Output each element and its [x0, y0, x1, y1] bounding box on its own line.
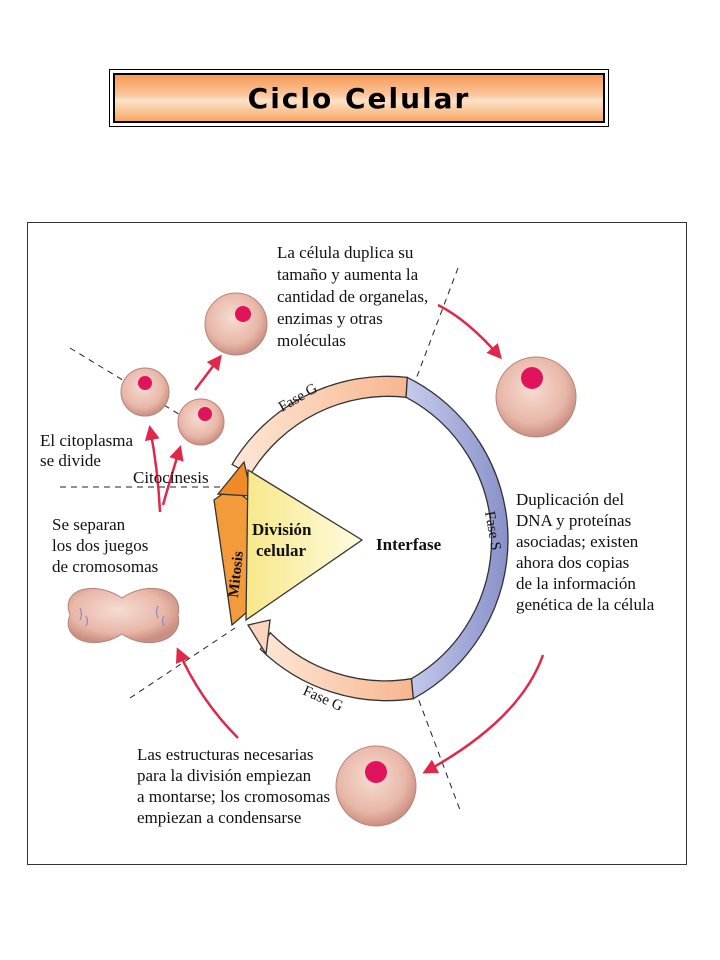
- label-division-1: División: [252, 520, 312, 539]
- dashed-line-top-right: [409, 267, 459, 396]
- arrow-to-small-cell: [161, 445, 184, 506]
- label-citoplasma-1: El citoplasma: [40, 431, 133, 450]
- nucleus: [235, 306, 251, 322]
- nucleus: [138, 376, 152, 390]
- label-fase-s: Fase S: [481, 510, 504, 552]
- arrow-to-left-cell: [144, 425, 162, 513]
- label-duplica-group: La célula duplica su tamaño y aumenta la…: [277, 243, 428, 350]
- label-duplicacion-4: ahora dos copias: [516, 553, 629, 572]
- label-duplicacion-2: DNA y proteínas: [516, 511, 631, 530]
- label-citoplasma-group: El citoplasma se divide: [40, 431, 133, 470]
- cell-bottom: [335, 745, 417, 827]
- label-duplicacion-6: genética de la célula: [516, 595, 655, 614]
- label-duplicacion-3: asociadas; existen: [516, 532, 639, 551]
- nucleus: [365, 761, 387, 783]
- dashed-line-bottom-right: [414, 689, 461, 811]
- label-estructuras-1: Las estructuras necesarias: [137, 745, 314, 764]
- page-title: Ciclo Celular: [247, 81, 471, 115]
- cell-right: [495, 356, 577, 438]
- label-duplica-1: La célula duplica su: [277, 243, 414, 262]
- label-citocinesis: Citocinesis: [133, 468, 209, 487]
- title-box: Ciclo Celular: [109, 69, 609, 127]
- label-estructuras-4: empiezan a condensarse: [137, 808, 301, 827]
- cell-dividing: [67, 587, 180, 644]
- fase-g2-arrowhead: [246, 619, 271, 656]
- title-banner: Ciclo Celular: [113, 73, 605, 123]
- label-duplica-2: tamaño y aumenta la: [277, 265, 419, 284]
- nucleus: [521, 367, 543, 389]
- label-citoplasma-2: se divide: [40, 451, 101, 470]
- label-duplicacion-1: Duplicación del: [516, 490, 624, 509]
- label-separan-1: Se separan: [52, 515, 126, 534]
- arrow-to-right-cell: [437, 303, 502, 360]
- cell-top: [204, 292, 268, 356]
- label-mitosis: Mitosis: [226, 550, 247, 598]
- label-division-2: celular: [256, 541, 306, 560]
- arrow-to-top-cell: [194, 354, 222, 391]
- label-separan-2: los dos juegos: [52, 536, 148, 555]
- cell-left-upper: [120, 367, 170, 417]
- fase-g2-arc: [259, 631, 415, 702]
- label-estructuras-2: para la división empiezan: [137, 766, 312, 785]
- label-estructuras-3: a montarse; los cromosomas: [137, 787, 330, 806]
- label-separan-group: Se separan los dos juegos de cromosomas: [52, 515, 158, 576]
- label-duplica-3: cantidad de organelas,: [277, 287, 428, 306]
- label-duplica-5: moléculas: [277, 331, 346, 350]
- label-duplica-4: enzimas y otras: [277, 309, 383, 328]
- fase-g1-arc: [231, 375, 408, 476]
- arrow-to-bottom-cell: [422, 654, 545, 774]
- red-arrows: [144, 303, 545, 774]
- label-interfase: Interfase: [376, 535, 442, 554]
- label-separan-3: de cromosomas: [52, 557, 158, 576]
- nucleus: [198, 407, 212, 421]
- division-triangle: [245, 468, 364, 622]
- arrow-to-dividing-cell: [175, 647, 239, 739]
- cell-left-small: [177, 398, 225, 446]
- label-estructuras-group: Las estructuras necesarias para la divis…: [137, 745, 330, 827]
- label-duplicacion-5: de la información: [516, 574, 636, 593]
- label-duplicacion-group: Duplicación del DNA y proteínas asociada…: [516, 490, 655, 614]
